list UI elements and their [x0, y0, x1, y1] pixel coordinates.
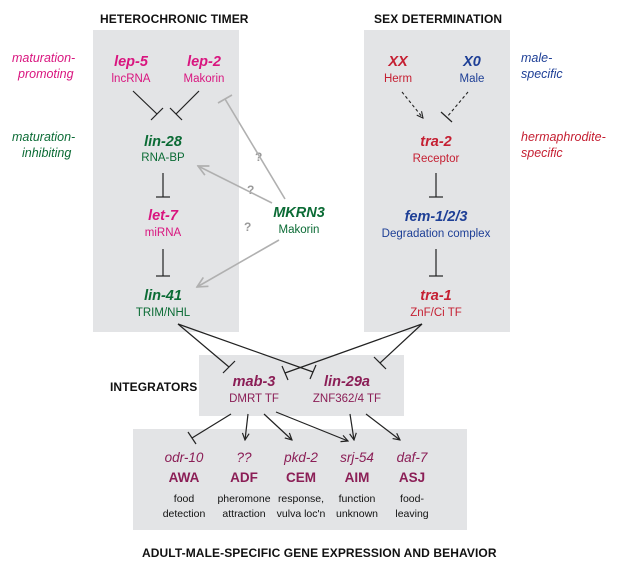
male-specific-label-2: specific: [521, 67, 563, 81]
neuron-awa: AWA: [169, 470, 200, 485]
male-specific-label-1: male-: [521, 51, 552, 65]
hermaphrodite-specific-label-1: hermaphrodite-: [521, 130, 606, 144]
tra1-desc: ZnF/Ci TF: [410, 307, 462, 319]
tra2-name: tra-2: [420, 134, 451, 150]
x0-desc: Male: [460, 73, 485, 85]
neuron-asj: ASJ: [399, 470, 425, 485]
target-desc-cem-2: vulva loc'n: [277, 508, 326, 520]
edge-mkrn3-activates-lin28: [198, 166, 273, 204]
edge-mkrn3-inhibits-lep2: [217, 94, 286, 200]
edge-lep5-inhibits-lin28: [132, 90, 164, 121]
target-desc-asj-1: food-: [400, 493, 424, 505]
heterochronic-panel: [93, 30, 239, 332]
hermaphrodite-specific-label-2: specific: [521, 146, 563, 160]
mab3-desc: DMRT TF: [229, 393, 279, 405]
xx-name: XX: [387, 54, 409, 70]
edge-mab3-activates-srj54: [275, 411, 348, 441]
edge-mab3-inhibits-odr10: [187, 413, 232, 445]
target-gene-odr10: odr-10: [165, 450, 204, 465]
question-mark-2: ?: [247, 183, 254, 197]
maturation-inhibiting-label-1: maturation-: [12, 130, 75, 144]
edge-fem-inhibits-tra1: [429, 249, 443, 277]
fem-desc: Degradation complex: [382, 228, 491, 240]
edge-tra2-inhibits-fem: [429, 173, 443, 198]
target-gene-daf7: daf-7: [397, 450, 428, 465]
target-desc-cem-1: response,: [278, 493, 324, 505]
edge-lin41-inhibits-mab3: [177, 323, 236, 374]
sexdet-header: SEX DETERMINATION: [374, 12, 502, 26]
integrators-panel: [199, 355, 404, 416]
edge-lep2-inhibits-lin28: [169, 90, 200, 121]
target-desc-aim-1: function: [339, 493, 376, 505]
target-desc-adf-1: pheromone: [217, 493, 270, 505]
target-gene-srj54: srj-54: [340, 450, 374, 465]
tra2-desc: Receptor: [413, 153, 460, 165]
question-mark-1: ?: [255, 150, 262, 164]
target-column-asj: daf-7 ASJ food- leaving: [395, 450, 428, 520]
target-column-cem: pkd-2 CEM response, vulva loc'n: [277, 450, 326, 520]
edge-let7-inhibits-lin41: [156, 249, 170, 277]
targets-panel: [133, 429, 467, 530]
target-column-aim: srj-54 AIM function unknown: [336, 450, 378, 520]
sexdet-panel: [364, 30, 510, 332]
lin41-desc: TRIM/NHL: [136, 307, 191, 319]
target-desc-asj-2: leaving: [395, 508, 428, 520]
mab3-name: mab-3: [233, 374, 276, 390]
target-column-adf: ?? ADF pheromone attraction: [217, 450, 270, 520]
mkrn3-name: MKRN3: [273, 205, 325, 221]
lep5-desc: lncRNA: [112, 73, 151, 85]
edge-lin29a-activates-srj54: [350, 413, 354, 440]
edge-x0-inhibits-tra2: [440, 91, 469, 123]
lin28-desc: RNA-BP: [141, 152, 185, 164]
lep2-desc: Makorin: [184, 73, 225, 85]
tra1-name: tra-1: [420, 288, 451, 304]
target-desc-awa-2: detection: [163, 508, 206, 520]
edge-xx-activates-tra2: [401, 91, 423, 118]
edge-tra1-inhibits-lin29a: [373, 323, 423, 370]
maturation-promoting-label-1: maturation-: [12, 51, 75, 65]
xx-desc: Herm: [384, 73, 412, 85]
mkrn3-desc: Makorin: [279, 224, 320, 236]
target-gene-unknown: ??: [236, 450, 252, 465]
let7-name: let-7: [148, 208, 179, 224]
lin29a-name: lin-29a: [324, 374, 370, 390]
fem-name: fem-1/2/3: [405, 209, 468, 225]
edge-mkrn3-activates-lin41: [197, 239, 280, 287]
bottom-header: ADULT-MALE-SPECIFIC GENE EXPRESSION AND …: [142, 546, 497, 560]
edge-tra1-inhibits-mab3: [281, 323, 423, 381]
target-desc-aim-2: unknown: [336, 508, 378, 520]
lep2-name: lep-2: [187, 54, 221, 70]
heterochronic-header: HETEROCHRONIC TIMER: [100, 12, 249, 26]
integrators-header: INTEGRATORS: [110, 380, 197, 394]
maturation-inhibiting-label-2: inhibiting: [22, 146, 71, 160]
target-gene-pkd2: pkd-2: [283, 450, 318, 465]
neuron-adf: ADF: [230, 470, 258, 485]
edge-mab3-activates-pkd2: [263, 413, 292, 440]
lep5-name: lep-5: [114, 54, 149, 70]
neuron-cem: CEM: [286, 470, 316, 485]
let7-desc: miRNA: [145, 227, 182, 239]
edge-mab3-activates-adf: [245, 413, 248, 440]
maturation-promoting-label-2: promoting: [17, 67, 74, 81]
lin28-name: lin-28: [144, 134, 183, 150]
lin41-name: lin-41: [144, 288, 182, 304]
edge-lin41-inhibits-lin29a: [177, 323, 317, 380]
target-desc-awa-1: food: [174, 493, 195, 505]
neuron-aim: AIM: [345, 470, 370, 485]
edge-lin28-inhibits-let7: [156, 173, 170, 198]
edge-lin29a-activates-daf7: [365, 413, 400, 440]
question-mark-3: ?: [244, 220, 251, 234]
target-desc-adf-2: attraction: [222, 508, 265, 520]
target-column-awa: odr-10 AWA food detection: [163, 450, 206, 520]
lin29a-desc: ZNF362/4 TF: [313, 393, 381, 405]
x0-name: X0: [462, 54, 481, 70]
